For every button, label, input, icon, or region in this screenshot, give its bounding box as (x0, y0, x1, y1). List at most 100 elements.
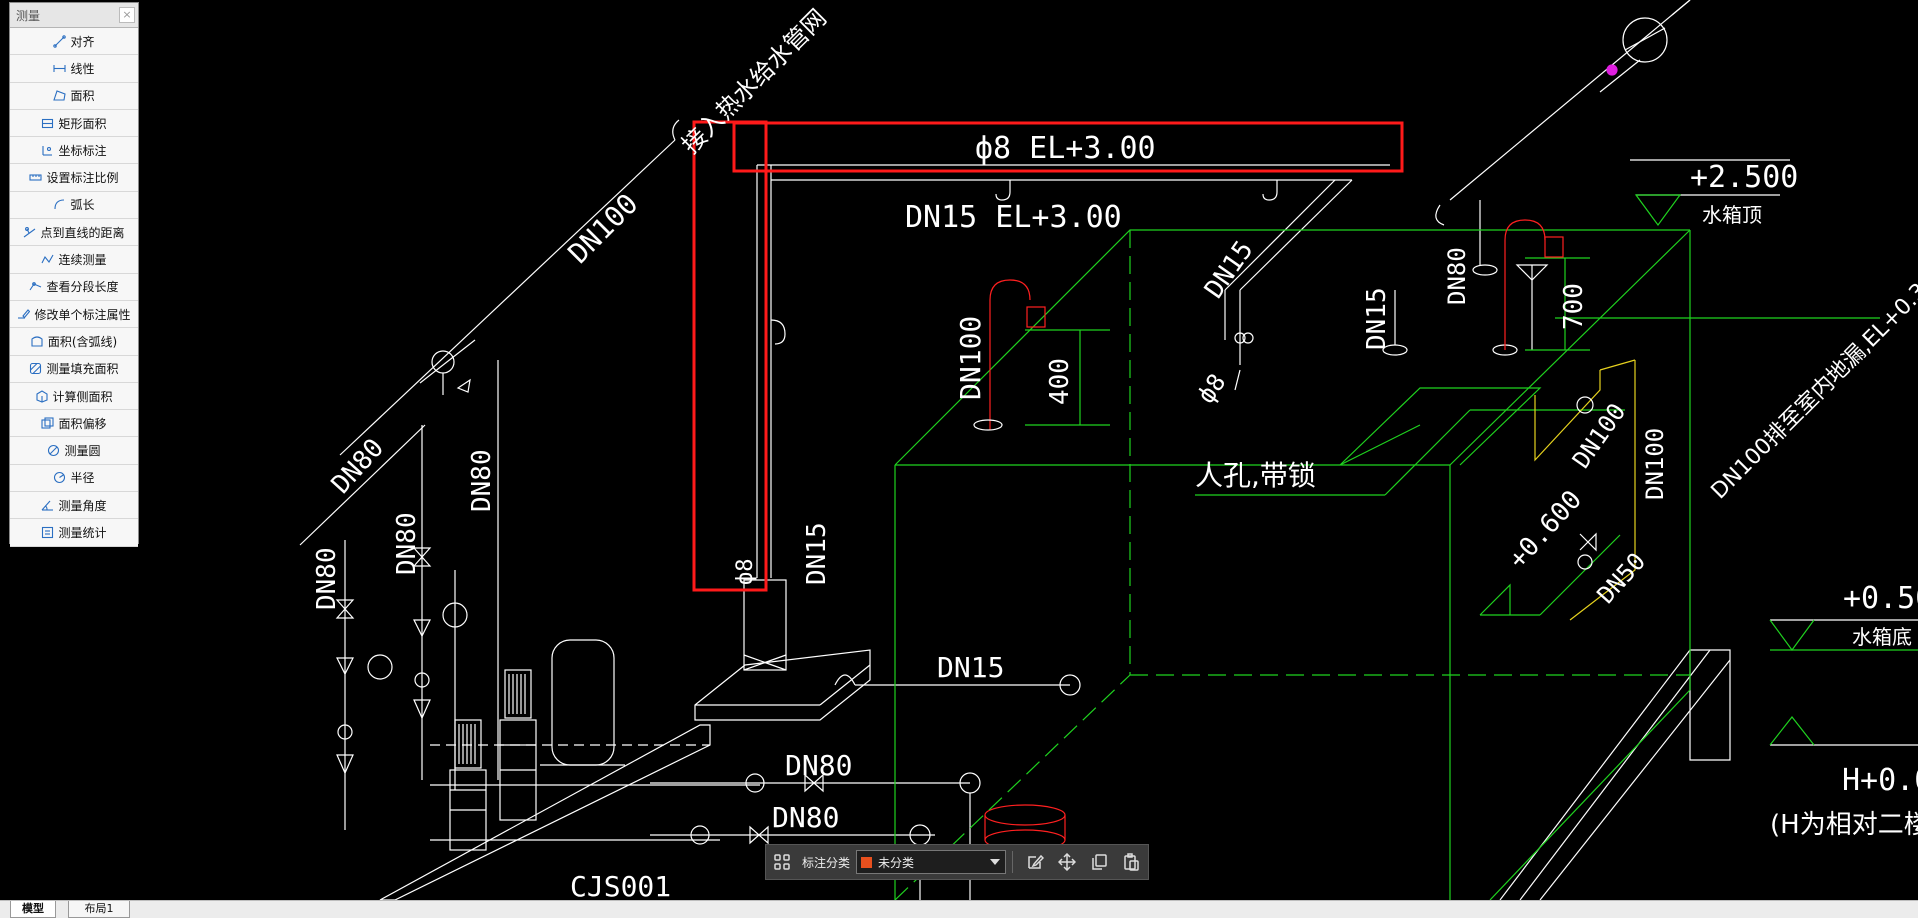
white-piping (299, 0, 1918, 900)
tool-area[interactable]: 面积 (10, 82, 138, 110)
segment-length-icon (29, 280, 42, 293)
label-dn80-a: DN80 (785, 749, 852, 782)
label-dn100-a: DN100 (954, 316, 987, 400)
green-tank (894, 194, 1918, 900)
grid-menu-icon[interactable] (771, 851, 793, 873)
coordinate-icon (41, 144, 54, 157)
tool-area-offset[interactable]: 面积偏移 (10, 410, 138, 438)
highlight-vertical-box[interactable] (692, 120, 768, 592)
toolbar-divider (1012, 851, 1014, 873)
label-dn80-b: DN80 (772, 801, 839, 834)
label-dn15-v2: DN15 (1362, 287, 1392, 350)
label-dn15-v3: DN15 (1199, 236, 1259, 305)
highlight-horizontal-box[interactable] (732, 121, 1404, 173)
aligned-dim-icon (53, 34, 67, 48)
tool-label: 设置标注比例 (46, 171, 119, 186)
tool-label: 测量圆 (64, 444, 101, 459)
edit-icon[interactable] (1024, 851, 1046, 873)
tool-segment-length[interactable]: 查看分段长度 (10, 273, 138, 301)
rect-area-icon (41, 117, 54, 130)
statistics-icon (41, 526, 54, 539)
tool-rect-area[interactable]: 矩形面积 (10, 109, 138, 138)
tool-hatch-area[interactable]: 测量填充面积 (10, 355, 138, 383)
tool-coordinate[interactable]: 坐标标注 (10, 137, 138, 165)
label-phi8-a: ф8 (1192, 369, 1232, 409)
tool-arc-area[interactable]: 面积(含弧线) (10, 328, 138, 356)
label-phi8-b: ф8 (733, 559, 758, 586)
category-select[interactable]: 未分类 (856, 850, 1007, 874)
circle-icon (47, 444, 60, 457)
area-offset-icon (41, 417, 55, 430)
label-manhole: 人孔,带锁 (1195, 459, 1316, 492)
tool-statistics[interactable]: 测量统计 (10, 519, 138, 547)
category-label: 标注分类 (802, 855, 851, 870)
tool-label: 计算侧面积 (52, 389, 113, 404)
annotation-toolbar: 标注分类 未分类 (765, 844, 1149, 880)
category-value: 未分类 (878, 855, 915, 870)
tool-edit-dim[interactable]: 修改单个标注属性 (10, 300, 138, 329)
tool-label: 面积 (70, 89, 95, 104)
measure-panel: 测量 × 对齐线性面积矩形面积坐标标注设置标注比例弧长点到直线的距离连续测量查看… (9, 2, 139, 547)
tool-label: 修改单个标注属性 (34, 307, 131, 322)
linear-dim-icon (53, 62, 67, 75)
label-dn15-v1: DN15 (802, 522, 832, 585)
label-elev-2500: +2.500 (1690, 160, 1798, 195)
tool-label: 弧长 (70, 198, 95, 213)
side-area-icon (35, 389, 49, 403)
angle-icon (41, 499, 54, 512)
tab-model[interactable]: 模型 (10, 901, 56, 918)
yellow-overflow (1534, 359, 1636, 621)
scale-icon (29, 171, 43, 184)
tool-label: 面积(含弧线) (47, 334, 118, 349)
tool-label: 测量统计 (58, 525, 107, 540)
copy-icon[interactable] (1088, 851, 1110, 873)
tool-label: 半径 (70, 471, 95, 486)
panel-title: 测量 (16, 9, 41, 23)
label-dn80-l4: DN80 (312, 547, 342, 610)
tool-angle[interactable]: 测量角度 (10, 492, 138, 520)
layout-tab-bar: 模型 布局1 (0, 900, 1918, 918)
label-phi8-el: ф8 EL+3.00 (975, 131, 1156, 166)
tool-label: 测量角度 (58, 498, 107, 513)
tool-circle[interactable]: 测量圆 (10, 437, 138, 465)
tool-label: 坐标标注 (58, 143, 107, 158)
radius-icon (53, 471, 66, 484)
chevron-down-icon (990, 859, 1001, 865)
tool-aligned-dim[interactable]: 对齐 (10, 28, 138, 56)
tool-continuous-measure[interactable]: 连续测量 (10, 246, 138, 274)
label-cjs: CJS001 (570, 870, 671, 900)
paste-icon[interactable] (1120, 851, 1142, 873)
label-elev-h: H+0.0 (1842, 763, 1918, 798)
area-icon (53, 89, 67, 102)
tool-label: 线性 (70, 61, 95, 76)
label-tank-top: 水箱顶 (1702, 203, 1762, 227)
label-d400: 400 (1045, 358, 1075, 405)
tool-arc-length[interactable]: 弧长 (10, 191, 138, 220)
label-d700: 700 (1559, 283, 1589, 330)
tool-scale[interactable]: 设置标注比例 (10, 164, 138, 192)
label-tank-bottom: 水箱底 (1852, 625, 1912, 649)
label-dn15-el: DN15 EL+3.00 (905, 200, 1122, 235)
label-elev-0600: +0.600 (1503, 485, 1588, 575)
arc-length-icon (53, 198, 66, 211)
tool-side-area[interactable]: 计算侧面积 (10, 382, 138, 411)
tab-layout1[interactable]: 布局1 (68, 901, 130, 918)
label-dn100-b: DN100 (1641, 428, 1669, 500)
tool-radius[interactable]: 半径 (10, 464, 138, 493)
tool-label: 连续测量 (58, 253, 107, 268)
tool-list: 对齐线性面积矩形面积坐标标注设置标注比例弧长点到直线的距离连续测量查看分段长度修… (10, 28, 138, 547)
category-color-swatch (861, 856, 873, 868)
close-icon[interactable]: × (119, 7, 135, 23)
tool-linear-dim[interactable]: 线性 (10, 55, 138, 83)
label-dn50: DN50 (1592, 547, 1651, 609)
label-dn100-supply: DN100 (562, 187, 645, 270)
label-dn15-mid: DN15 (937, 651, 1004, 684)
label-overflow-note: DN100排至室内地漏,EL+0.30 (1707, 269, 1918, 504)
move-icon[interactable] (1056, 851, 1078, 873)
label-dn80-l3: DN80 (392, 512, 422, 575)
arc-area-icon (31, 335, 44, 348)
hatch-area-icon (29, 362, 42, 375)
tool-point-line-distance[interactable]: 点到直线的距离 (10, 219, 138, 247)
label-dn80-r: DN80 (1443, 247, 1471, 305)
